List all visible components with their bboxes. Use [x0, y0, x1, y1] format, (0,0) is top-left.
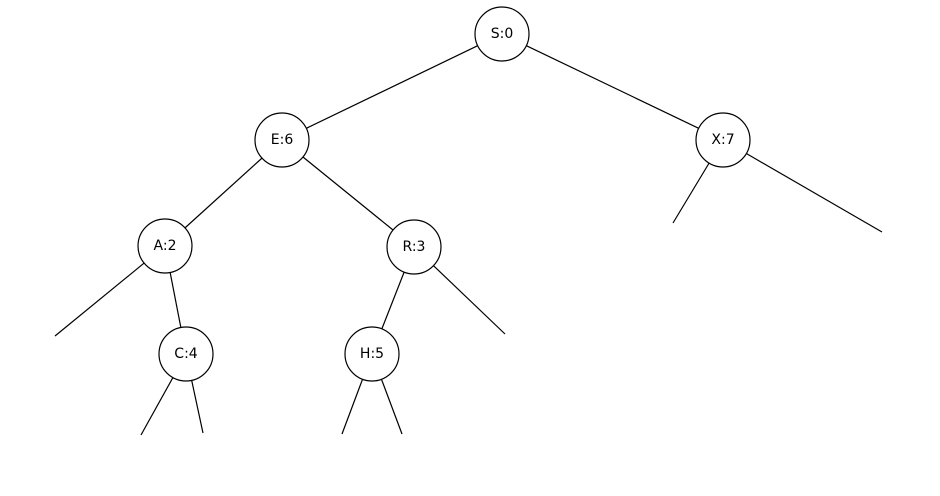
tree-node-e: E:6: [254, 112, 310, 168]
tree-node-s: S:0: [474, 6, 530, 62]
edge-e-a: [184, 157, 263, 229]
edge-h-null-2: [380, 379, 403, 435]
edge-a-null-1: [54, 262, 145, 337]
tree-node-a: A:2: [137, 218, 193, 274]
edge-r-null-1: [433, 265, 506, 335]
edge-c-null-1: [140, 377, 174, 436]
node-label-a: A:2: [154, 238, 177, 254]
node-label-e: E:6: [271, 132, 294, 148]
node-circle-r: [386, 219, 442, 275]
node-circle-h: [344, 326, 400, 382]
edge-x-null-1: [672, 162, 710, 224]
node-circle-c: [158, 326, 214, 382]
edge-e-r: [302, 156, 394, 231]
node-circle-a: [137, 218, 193, 274]
edges-layer: [54, 45, 883, 436]
tree-node-r: R:3: [386, 219, 442, 275]
node-circle-s: [474, 6, 530, 62]
node-circle-e: [254, 112, 310, 168]
edge-s-x: [526, 45, 699, 129]
tree-node-c: C:4: [158, 326, 214, 382]
node-label-s: S:0: [491, 26, 514, 42]
node-label-h: H:5: [360, 346, 384, 362]
tree-node-h: H:5: [344, 326, 400, 382]
edge-x-null-2: [746, 153, 883, 233]
node-label-r: R:3: [403, 239, 426, 255]
edge-a-c: [169, 272, 182, 328]
tree-node-x: X:7: [695, 112, 751, 168]
edge-c-null-2: [191, 380, 204, 434]
node-label-c: C:4: [174, 346, 197, 362]
node-label-x: X:7: [711, 132, 734, 148]
node-circle-x: [695, 112, 751, 168]
edge-r-h: [381, 271, 405, 330]
edge-h-null-1: [341, 379, 364, 435]
edge-s-e: [306, 45, 478, 129]
nodes-layer: S:0E:6 X:7A:2 R:3C:4 H:5: [137, 6, 751, 382]
